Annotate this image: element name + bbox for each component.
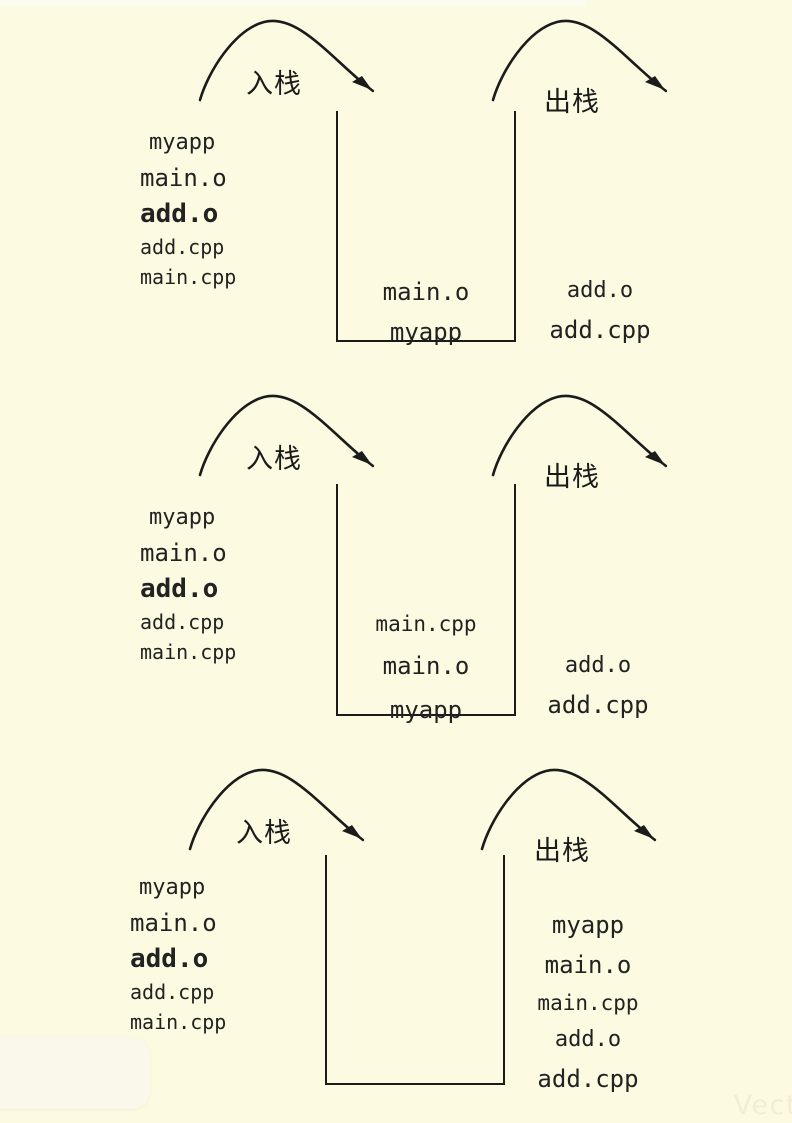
popped-item: main.cpp [537,991,639,1015]
pop-label-1: 出栈 [544,87,600,118]
push-label-1: 入栈 [246,69,302,100]
stack-container-3 [325,855,505,1085]
stack-item: main.o [382,652,470,680]
source-item: myapp [139,875,206,900]
source-item: add.cpp [140,235,225,259]
source-item: main.o [130,909,217,937]
source-item: myapp [149,130,216,155]
push-arrow-icon [198,19,375,102]
source-item: main.cpp [140,640,237,664]
stack-item: main.cpp [375,612,477,636]
panel-3: 入栈 出栈 myapp main.o add.o add.cpp main.cp… [0,745,792,1123]
source-item: myapp [149,505,216,530]
popped-list-3: myapp main.o main.cpp add.o add.cpp [508,905,668,1099]
stack-item: main.o [382,278,470,306]
stack-items-1: main.o myapp [336,272,516,352]
panel-2: 入栈 出栈 myapp main.o add.o add.cpp main.cp… [0,375,792,750]
popped-item: add.cpp [547,691,649,719]
source-list-2: myapp main.o add.o add.cpp main.cpp [140,501,236,667]
stack-container-2 [336,484,516,716]
push-label-2: 入栈 [246,444,302,475]
pop-arrow-icon [491,394,668,477]
source-item: main.o [140,539,227,567]
pop-label-3: 出栈 [534,836,590,867]
popped-item: myapp [551,911,625,939]
push-arrow-icon [198,394,375,477]
stack-container-1 [336,111,516,342]
push-arrow-icon [188,768,365,851]
pop-label-2: 出栈 [544,462,600,493]
corner-overlay-card [0,1037,150,1109]
popped-item: add.o [566,278,634,303]
push-label-3: 入栈 [236,818,292,849]
stack-items-2: main.cpp main.o myapp [336,606,516,730]
popped-item: add.o [564,653,632,678]
popped-list-1: add.o add.cpp [520,272,680,350]
pop-arrow-icon [480,768,657,851]
source-item: main.cpp [130,1010,227,1034]
source-list-1: myapp main.o add.o add.cpp main.cpp [140,126,236,292]
source-item: add.cpp [140,610,225,634]
source-item: add.o [140,574,219,604]
source-list-3: myapp main.o add.o add.cpp main.cpp [130,871,226,1037]
popped-list-2: add.o add.cpp [518,647,678,725]
watermark-text: Vect [733,1090,792,1121]
source-item: add.cpp [130,980,215,1004]
top-highlight-band [0,0,586,6]
source-item: add.o [140,199,219,229]
source-item: main.o [140,164,227,192]
stack-item: myapp [389,696,463,724]
stack-item: myapp [389,318,463,346]
pop-arrow-icon [491,19,668,102]
popped-item: add.cpp [537,1065,639,1093]
panel-1: 入栈 出栈 myapp main.o add.o add.cpp main.cp… [0,0,792,375]
source-item: main.cpp [140,265,237,289]
popped-item: main.o [544,951,632,979]
popped-item: add.cpp [549,316,651,344]
source-item: add.o [130,944,209,974]
popped-item: add.o [554,1027,622,1052]
